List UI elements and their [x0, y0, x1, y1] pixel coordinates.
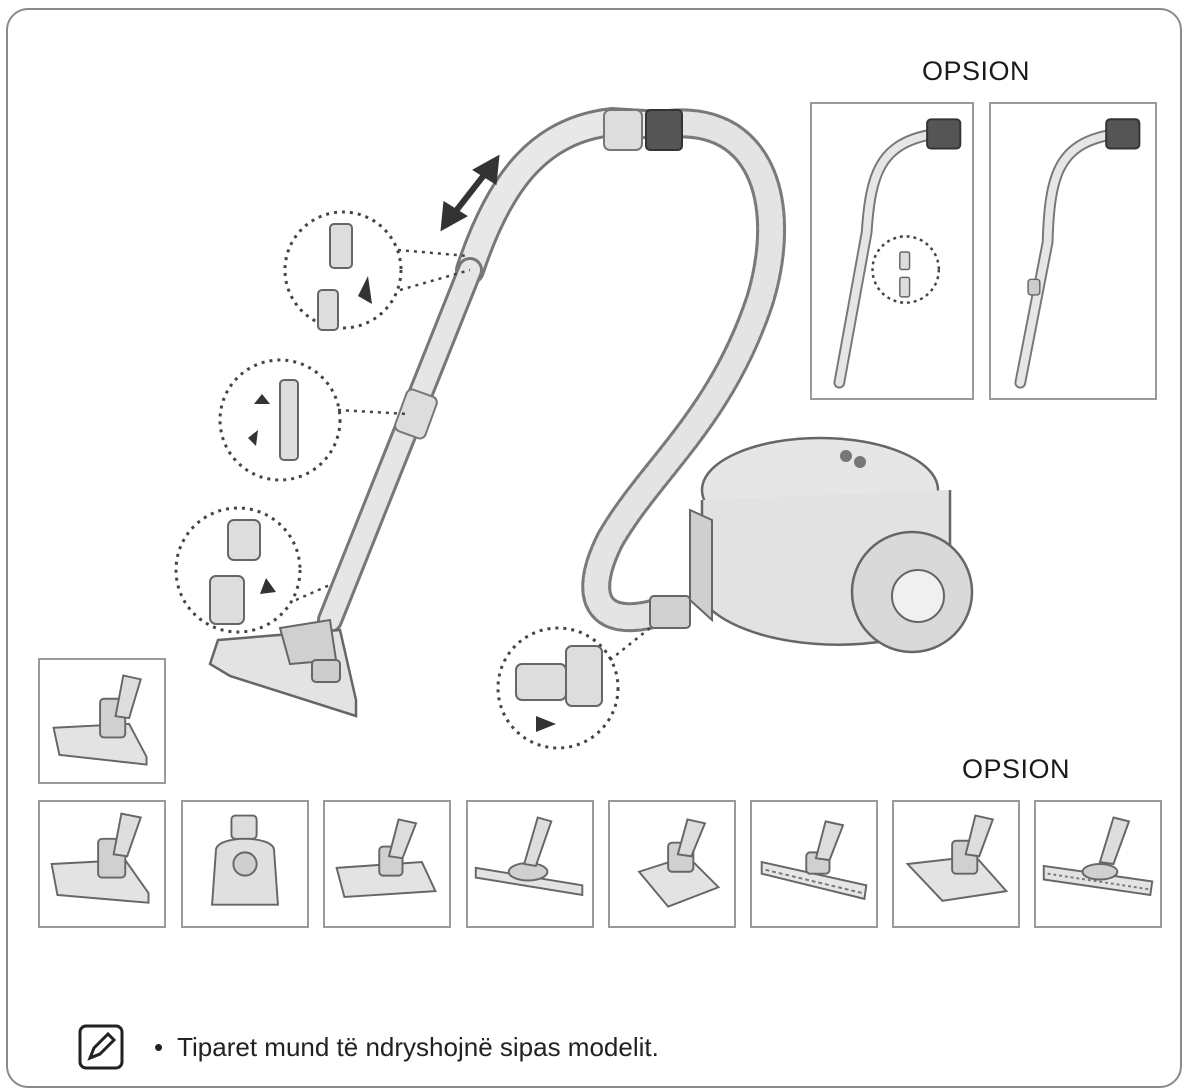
note-body: Tiparet mund të ndryshojnë sipas modelit… — [177, 1031, 659, 1062]
note-bullet: • — [154, 1031, 164, 1062]
nozzle-box-2 — [181, 800, 309, 928]
nozzle-box-6 — [750, 800, 878, 928]
nozzle-box-3 — [323, 800, 451, 928]
option-label-top: OPSION — [922, 56, 1031, 86]
nozzle-box-8 — [1034, 800, 1162, 928]
nozzle-box-1 — [38, 800, 166, 928]
nozzle-box-7 — [892, 800, 1020, 928]
option-tube-box-1 — [810, 102, 974, 400]
floor-nozzle — [208, 618, 358, 718]
nozzle-box-5 — [608, 800, 736, 928]
detail-circle-handle — [283, 210, 403, 330]
note-row: • Tiparet mund të ndryshojnë sipas modeli… — [78, 1024, 659, 1070]
option-label-bottom: OPSION — [962, 754, 1071, 784]
main-nozzle-box — [38, 658, 166, 784]
option-tube-box-2 — [989, 102, 1157, 400]
nozzle-box-4 — [466, 800, 594, 928]
detail-circle-nozzle — [174, 506, 302, 634]
note-text: • Tiparet mund të ndryshojnë sipas modeli… — [154, 1032, 659, 1063]
adjust-arrow — [440, 154, 500, 232]
note-pencil-icon — [78, 1024, 124, 1070]
canister-body — [649, 436, 974, 654]
